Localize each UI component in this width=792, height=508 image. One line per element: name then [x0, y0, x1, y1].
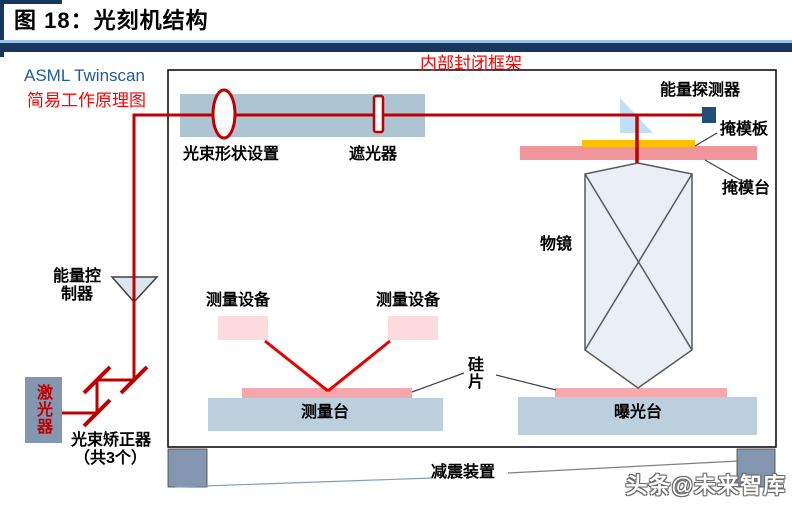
- beam-shaping-lens: [211, 88, 237, 140]
- exposure-stage-block: [518, 397, 757, 435]
- laser-label: 激光器: [34, 384, 51, 435]
- watermark-text: 头条@未来智库: [625, 473, 786, 498]
- wafer-on-exposure-stage: [555, 388, 727, 397]
- beam-corrector-mirror-2: [82, 365, 112, 395]
- corner-border-left: [0, 0, 4, 57]
- damper-pointer-line-left: [174, 477, 434, 488]
- measure-device-right-box: [388, 316, 438, 340]
- energy-detector-label: 能量探测器: [660, 82, 741, 99]
- header-divider-dark: [0, 43, 792, 52]
- mask-stage-label: 掩模台: [722, 180, 771, 197]
- wafer-label: 硅片: [465, 356, 482, 390]
- header-divider-light: [0, 40, 792, 43]
- figure-title: 图 18：光刻机结构: [14, 8, 209, 33]
- wafer-pointer-line-left: [411, 372, 465, 393]
- beam-corrector-mirror-1: [82, 398, 112, 428]
- exposure-stage-label: 曝光台: [614, 404, 663, 421]
- measure-beam-right: [327, 339, 391, 393]
- wafer-pointer-line-right: [495, 374, 557, 391]
- damper-foot-right: [736, 448, 776, 488]
- objective-lens-body: [584, 162, 693, 389]
- enclosed-frame-label: 内部封闭框架: [420, 54, 522, 73]
- measure-device-left-label: 测量设备: [206, 292, 271, 309]
- damper-pointer-line-right: [507, 460, 740, 474]
- mask-stage-pointer-line: [704, 159, 741, 181]
- machine-name-label: ASML Twinscan: [24, 66, 145, 85]
- beam-corrector-mirror-3: [119, 365, 149, 395]
- beam-corrector-label-line1: 光束矫正器: [71, 432, 152, 449]
- measure-device-left-box: [218, 316, 268, 340]
- measure-stage-block: [208, 398, 443, 431]
- mask-plate-label: 掩模板: [720, 121, 769, 138]
- laser-box: [25, 377, 62, 443]
- energy-detector-sensor: [702, 107, 716, 123]
- shutter-label: 遮光器: [349, 146, 398, 163]
- mask-plate-pointer-line: [694, 132, 718, 147]
- corner-border-top: [0, 0, 62, 4]
- enclosed-frame-outline: [167, 69, 777, 448]
- objective-lens-cross-2: [584, 173, 693, 351]
- damper-label: 减震装置: [431, 464, 496, 481]
- objective-lens-label: 物镜: [540, 236, 573, 253]
- damper-foot-left: [167, 448, 208, 488]
- measure-device-right-label: 测量设备: [376, 292, 441, 309]
- wafer-on-measure-stage: [242, 388, 412, 398]
- beam-corrector-label-line2: （共3个）: [74, 450, 147, 467]
- shutter-element: [372, 94, 385, 134]
- measure-stage-label: 测量台: [301, 404, 350, 421]
- schematic-subtitle-label: 简易工作原理图: [27, 91, 146, 110]
- energy-controller-label: 能量控制器: [52, 268, 101, 303]
- beam-shaping-label: 光束形状设置: [183, 146, 280, 163]
- measure-beam-left: [264, 339, 329, 393]
